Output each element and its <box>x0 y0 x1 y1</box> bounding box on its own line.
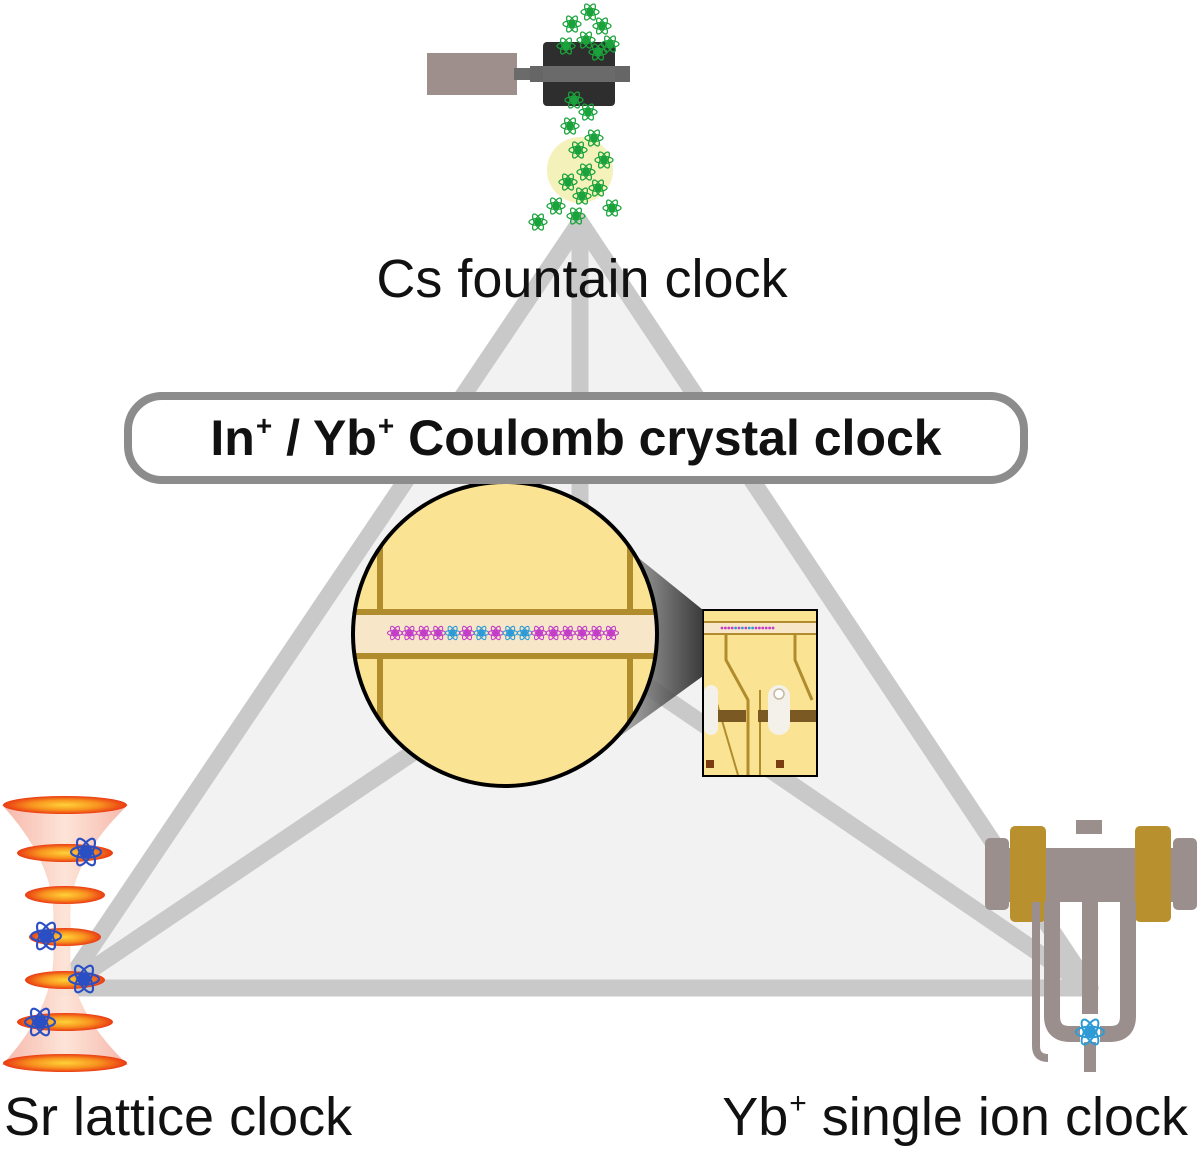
in-ion-icon <box>415 625 432 641</box>
yb-ion-icon <box>1075 1018 1105 1046</box>
sr-optical-lattice-icon <box>2 796 128 1072</box>
chip-ion <box>764 626 768 630</box>
cs-atom-icon <box>580 3 600 21</box>
in-ion-icon <box>487 625 504 641</box>
chip-ion <box>751 626 754 630</box>
in-ion-icon <box>559 625 576 641</box>
in-ion-icon <box>602 625 620 641</box>
yb-single-ion-clock-label: Yb+ single ion clock <box>722 1087 1188 1147</box>
coulomb-crystal-clock-box: In+ / Yb+ Coulomb crystal clock <box>124 392 1028 484</box>
chip-ion <box>754 626 758 630</box>
yb-label-charge: + <box>789 1087 807 1120</box>
chip-ion <box>771 626 775 630</box>
lattice-site <box>3 1054 127 1072</box>
yb-ion-icon <box>444 625 461 641</box>
yb-label-rest: single ion clock <box>806 1087 1188 1147</box>
yb-ion-trap-icon <box>985 820 1197 1072</box>
chip-ion <box>730 626 734 630</box>
chip-ion <box>758 626 761 630</box>
yb-ion-icon <box>502 625 519 641</box>
sr-atom-icon <box>69 837 103 867</box>
in-ion-icon <box>574 625 591 641</box>
cs-atom-icon <box>568 141 588 159</box>
chip-ion <box>720 626 724 630</box>
lattice-site <box>25 886 105 904</box>
cs-atom-icon <box>600 35 620 53</box>
cs-atom-icon <box>564 91 584 109</box>
chip-ion <box>744 626 748 630</box>
chip-ion <box>761 626 765 630</box>
sr-atom-icon <box>67 964 101 994</box>
coulomb-crystal-clock-label: In+ / Yb+ Coulomb crystal clock <box>210 410 942 466</box>
in-ion-charge: + <box>255 410 273 441</box>
in-ion-icon <box>430 625 447 641</box>
coulomb-crystal-rest: Coulomb crystal clock <box>394 410 942 466</box>
cs-atom-icon <box>556 37 576 55</box>
cs-atom-icon <box>558 173 578 191</box>
chip-ion <box>747 626 751 630</box>
cs-atom-icon <box>578 103 598 121</box>
in-ion-icon <box>545 625 562 641</box>
lattice-site <box>3 796 127 814</box>
chip-ion <box>737 626 741 630</box>
yb-ion-icon <box>516 625 533 641</box>
lattice-site <box>17 844 113 862</box>
cs-atom-icon <box>576 31 596 49</box>
chip-ion <box>724 626 727 630</box>
sr-atom-icon <box>29 921 63 951</box>
ion-separator: / <box>272 410 313 466</box>
cs-atom-icon <box>588 179 608 197</box>
sr-atom-icon <box>23 1007 57 1037</box>
in-ion-icon <box>401 625 418 641</box>
in-ion-icon <box>458 625 476 641</box>
yb-ion-icon <box>473 625 490 641</box>
cs-atom-icon <box>560 117 580 135</box>
yb-ion-label: Yb <box>312 410 377 466</box>
cs-atom-icon <box>572 187 592 205</box>
cs-atom-icon <box>584 129 604 147</box>
cs-atom-icon <box>592 17 612 35</box>
edge-cs-sr <box>55 213 589 997</box>
chip-ion <box>741 626 744 630</box>
cs-atom-icon <box>562 15 582 33</box>
cs-atom-icon <box>576 163 596 181</box>
in-ion-icon <box>530 625 548 641</box>
cs-fountain-clock-label: Cs fountain clock <box>376 249 788 309</box>
in-ion-icon <box>588 625 605 641</box>
in-ion-icon <box>386 625 404 641</box>
coulomb-crystal-magnifier-icon <box>351 480 659 788</box>
sr-lattice-clock-label: Sr lattice clock <box>4 1087 353 1147</box>
ion-trap-chip-icon <box>702 609 818 777</box>
chip-ion <box>768 626 771 630</box>
cs-atom-icon <box>594 151 614 169</box>
yb-ion-charge: + <box>377 410 395 441</box>
cs-atom-icon <box>546 197 566 215</box>
cs-fountain-apparatus-icon <box>427 3 630 231</box>
in-ion-label: In <box>210 410 255 466</box>
cs-atom-icon <box>528 213 548 231</box>
yb-label-main: Yb <box>722 1087 789 1147</box>
cs-atom-icon <box>602 199 622 217</box>
cs-atom-icon <box>566 207 586 225</box>
chip-ion <box>734 626 737 630</box>
chip-ion <box>727 626 731 630</box>
